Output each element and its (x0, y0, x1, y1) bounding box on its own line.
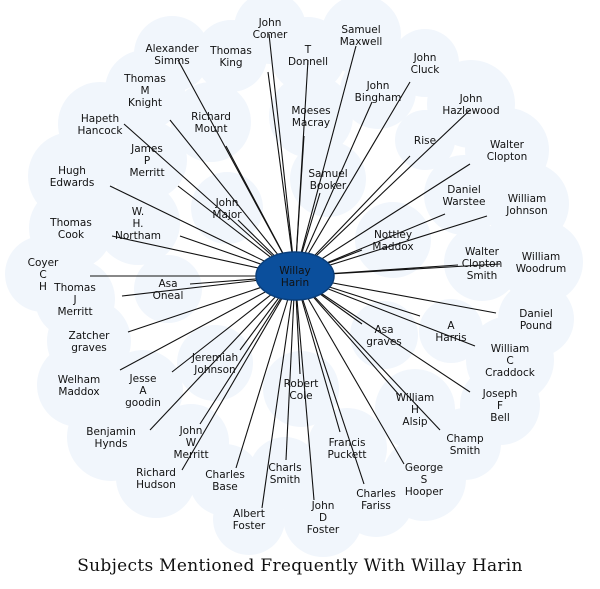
node-bubble-john-major (191, 172, 263, 244)
node-bubble-w-h-northam (96, 181, 180, 265)
node-bubble-walter-clopton-smith (444, 225, 520, 301)
node-bubble-samuel-booker (290, 141, 366, 217)
edge-francis-puckett (294, 275, 341, 433)
node-bubble-albert-foster (213, 483, 285, 555)
edge-thomas-m-knight (169, 119, 296, 277)
edge-champ-smith (294, 275, 441, 431)
edge-john-w-merritt (199, 275, 296, 425)
node-label-w-h-northam[interactable]: W.H.Northam (115, 206, 161, 242)
diagram-caption: Subjects Mentioned Frequently With Willa… (77, 556, 523, 576)
edge-samuel-maxwell (294, 45, 357, 277)
edge-joseph-f-bell (294, 275, 471, 393)
edge-john-hazlewood (294, 109, 471, 277)
node-bubble-richard-hudson (116, 438, 196, 518)
edge-hapeth-hancock (123, 123, 296, 277)
node-bubble-nottley-maddox (355, 202, 431, 278)
node-bubble-john-d-foster (283, 477, 363, 557)
node-bubble-asa-oneal (134, 255, 202, 323)
node-bubble-john-bingham (340, 53, 416, 129)
node-bubble-a-harris (419, 299, 483, 363)
node-bubble-rise (395, 110, 455, 170)
edge-george-s-hooper (294, 275, 405, 465)
edge-benjamin-hynds (149, 275, 296, 431)
node-bubble-william-woodrum (499, 220, 583, 304)
edge-john-d-foster (294, 275, 315, 501)
center-node-circle (255, 251, 335, 301)
edge-charles-fariss (294, 275, 365, 485)
node-bubble-thomas-king (195, 20, 267, 92)
edge-walter-clopton (294, 163, 471, 277)
edge-john-comer (268, 33, 296, 277)
edge-john-cluck (294, 81, 411, 277)
edge-charles-base (235, 275, 296, 469)
edge-charls-smith (285, 275, 296, 461)
edge-richard-hudson (181, 275, 296, 471)
edge-albert-foster (261, 275, 296, 509)
node-bubble-james-p-merritt (107, 120, 187, 200)
node-label-rise[interactable]: Rise (414, 135, 436, 147)
node-bubbles (5, 0, 583, 557)
node-bubble-jeremiah-johnson (177, 325, 253, 401)
edge-john-bingham (294, 101, 373, 277)
edge-thomas-king (267, 71, 296, 277)
